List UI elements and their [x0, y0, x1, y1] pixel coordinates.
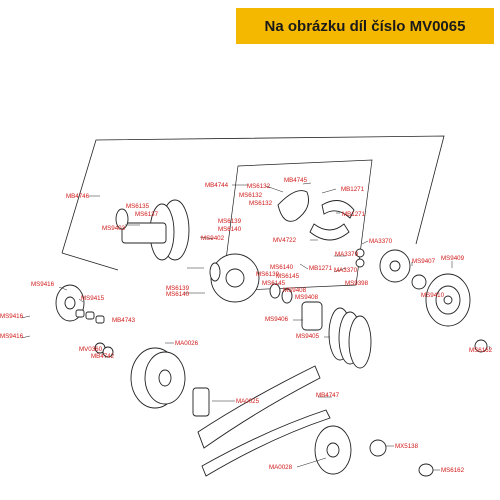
- part-label: MS6162: [441, 467, 465, 474]
- part-label: MA3370: [335, 251, 359, 258]
- part-label: MB1271: [342, 211, 366, 218]
- part-label: MS9405: [296, 333, 320, 340]
- part-labels: MB4746 MB4744 MB4745 MB1271 MS6132 MS613…: [0, 177, 493, 474]
- part-label: MS6162: [469, 347, 493, 354]
- part-label: MA0025: [236, 398, 260, 405]
- part-label: MB4742: [91, 353, 115, 360]
- part-label: MS6145: [276, 273, 300, 280]
- part-label: MS9398: [345, 280, 369, 287]
- part-label: MA3370: [369, 238, 393, 245]
- part-label: MA3370: [334, 267, 358, 274]
- part-label: MS9406: [265, 316, 289, 323]
- part-label: MB1271: [341, 186, 365, 193]
- banner-text: Na obrázku díl číslo MV0065: [264, 17, 466, 35]
- part-label: MS6140: [166, 291, 190, 298]
- part-label: MS9408: [283, 287, 307, 294]
- part-label: MB1271: [309, 265, 333, 272]
- part-label: MS6139: [218, 218, 242, 225]
- part-label: MS6145: [262, 280, 286, 287]
- part-label: MS9403: [102, 225, 126, 232]
- part-label: MA0026: [175, 340, 199, 347]
- part-label: MB4743: [112, 317, 136, 324]
- part-label: MS6132: [247, 183, 271, 190]
- part-label: MS9402: [201, 235, 225, 242]
- part-label: MX5138: [395, 443, 419, 450]
- clutch-pulley-assembly: [55, 190, 488, 477]
- part-label: MA0028: [269, 464, 293, 471]
- assembly-outline: [61, 135, 445, 292]
- part-label: MS6139: [166, 285, 190, 292]
- part-label: MS6132: [239, 192, 263, 199]
- part-label: MB4746: [66, 193, 90, 200]
- part-number-banner: Na obrázku díl číslo MV0065: [236, 8, 494, 44]
- part-label: MV0360: [79, 346, 103, 353]
- part-label: MS6132: [249, 200, 273, 207]
- part-label: MV4722: [273, 237, 297, 244]
- part-label: MS6135: [126, 203, 150, 210]
- part-label: MS9410: [421, 292, 445, 299]
- part-label: MS9416: [0, 313, 24, 320]
- part-label: MB4745: [284, 177, 308, 184]
- part-label: MB4747: [316, 392, 340, 399]
- part-label: MS6140: [270, 264, 294, 271]
- part-label: MS6140: [218, 226, 242, 233]
- part-label: MS9416: [31, 281, 55, 288]
- leader-lines: [20, 182, 491, 471]
- part-label: MS9408: [295, 294, 319, 301]
- part-label: MS6137: [135, 211, 159, 218]
- part-label: MB4744: [205, 182, 229, 189]
- part-label: MS9409: [441, 255, 465, 262]
- part-label: MS9415: [81, 295, 105, 302]
- part-label: MS6139: [256, 271, 280, 278]
- part-label: MS9407: [412, 258, 436, 265]
- part-label: MS9416: [0, 333, 24, 340]
